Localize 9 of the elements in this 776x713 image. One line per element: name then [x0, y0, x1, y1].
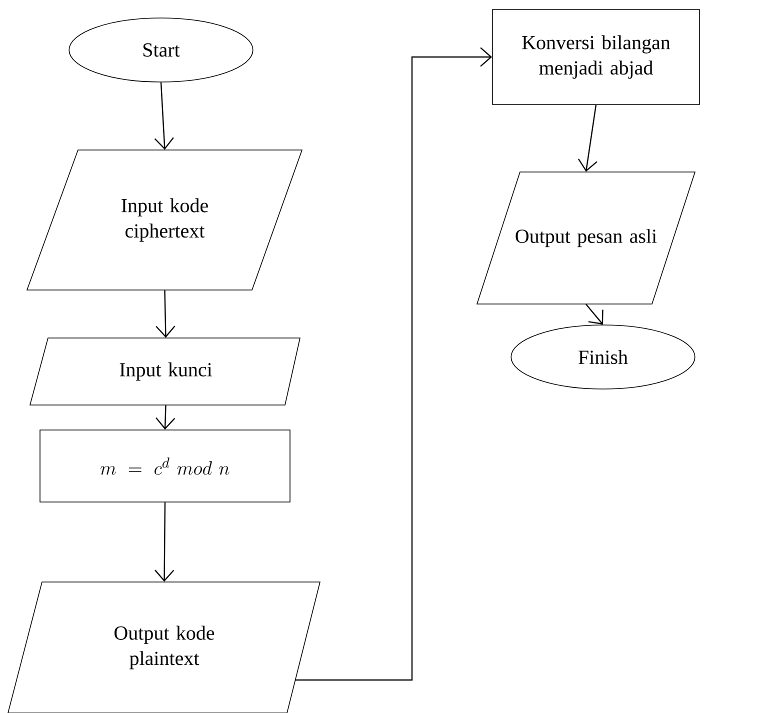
arrow [156, 405, 176, 430]
arrow [156, 290, 176, 338]
arrow [586, 304, 604, 325]
arrow [154, 82, 174, 150]
arrow [154, 502, 174, 582]
process-box: Konversi bilangan menjadi abjad [492, 9, 700, 105]
arrow [578, 104, 598, 172]
arrow [295, 47, 492, 681]
process-box: $m = c^{d}\ mod\ n$ [40, 430, 290, 502]
